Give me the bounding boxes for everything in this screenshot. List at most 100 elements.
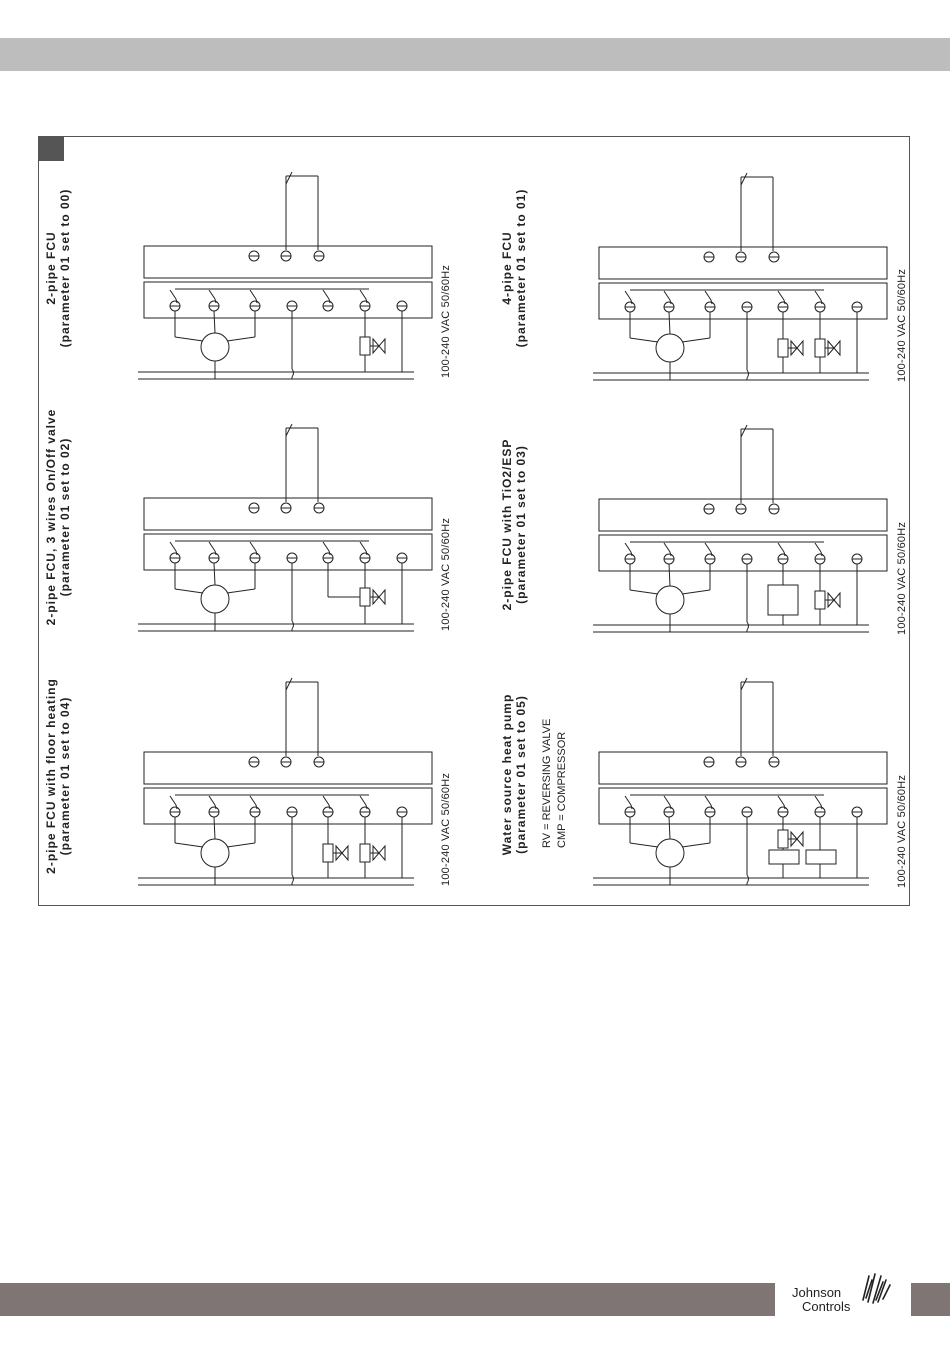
relay-contact (170, 542, 176, 551)
relay-contact (784, 552, 785, 556)
switch-contact (286, 424, 292, 436)
relay-contact (670, 300, 671, 304)
wire-crossover (292, 875, 294, 883)
relay-contact (670, 805, 671, 809)
relay-contact (778, 796, 784, 805)
relay-contact (176, 805, 177, 809)
valve-icon (373, 590, 385, 604)
logo-line-1: Johnson (792, 1285, 842, 1300)
upper-terminal-block (599, 247, 887, 279)
footer-bar (0, 1283, 775, 1316)
wire-crossover (292, 369, 294, 377)
logo-mark-icon (862, 1273, 891, 1304)
valve-coil (360, 588, 370, 606)
wire-crossover (747, 622, 749, 630)
relay-contact (256, 551, 257, 555)
relay-contact (170, 290, 176, 299)
valve-coil (815, 591, 825, 609)
wire (214, 311, 215, 333)
valve-icon (373, 846, 385, 860)
wire (227, 589, 255, 593)
wire-crossover (747, 875, 749, 883)
wire (214, 817, 215, 839)
valve-coil (323, 844, 333, 862)
relay-contact (711, 300, 712, 304)
wire (175, 589, 203, 593)
johnson-controls-logo: Johnson Controls (792, 1270, 902, 1320)
relay-contact (176, 299, 177, 303)
wire (630, 590, 658, 594)
switch-contact (286, 172, 292, 184)
valve-icon (791, 832, 803, 846)
relay-contact (329, 299, 330, 303)
relay-contact (711, 805, 712, 809)
relay-contact (815, 796, 821, 805)
switch-contact (286, 678, 292, 690)
upper-terminal-block (144, 246, 432, 278)
wire (175, 843, 203, 847)
relay-contact (664, 796, 670, 805)
lower-terminal-block (144, 282, 432, 318)
relay-contact (784, 805, 785, 809)
switch-contact (741, 678, 747, 690)
relay-contact (256, 299, 257, 303)
upper-terminal-block (599, 752, 887, 784)
wire (682, 338, 710, 342)
fan-motor-icon (656, 839, 684, 867)
wire-crossover (292, 621, 294, 629)
relay-contact (631, 552, 632, 556)
valve-icon (336, 846, 348, 860)
relay-contact (323, 542, 329, 551)
lower-terminal-block (144, 788, 432, 824)
relay-contact (366, 805, 367, 809)
wire (175, 337, 203, 341)
upper-terminal-block (599, 499, 887, 531)
valve-coil (360, 844, 370, 862)
relay-contact (670, 552, 671, 556)
fan-motor-icon (656, 334, 684, 362)
relay-contact (215, 299, 216, 303)
valve-coil (360, 337, 370, 355)
fan-motor-icon (201, 839, 229, 867)
lower-terminal-block (144, 534, 432, 570)
cmp-relay (806, 850, 836, 864)
relay-contact (821, 300, 822, 304)
valve-icon (828, 341, 840, 355)
relay-contact (250, 796, 256, 805)
relay-contact (711, 552, 712, 556)
relay-contact (705, 291, 711, 300)
esp-module (768, 585, 798, 615)
relay-contact (323, 796, 329, 805)
wire (630, 338, 658, 342)
wire-crossover (747, 370, 749, 378)
wire (682, 590, 710, 594)
relay-contact (209, 796, 215, 805)
upper-terminal-block (144, 752, 432, 784)
relay-contact (821, 552, 822, 556)
footer-bar-end (911, 1283, 950, 1316)
fan-motor-icon (201, 333, 229, 361)
lower-terminal-block (599, 283, 887, 319)
relay-contact (250, 290, 256, 299)
fan-motor-icon (201, 585, 229, 613)
valve-coil (778, 339, 788, 357)
lower-terminal-block (599, 788, 887, 824)
upper-terminal-block (144, 498, 432, 530)
relay-contact (821, 805, 822, 809)
relay-contact (360, 542, 366, 551)
rv-relay (769, 850, 799, 864)
relay-contact (705, 796, 711, 805)
relay-contact (664, 291, 670, 300)
relay-contact (625, 291, 631, 300)
wire (214, 563, 215, 585)
wire (669, 564, 670, 586)
logo-line-2: Controls (802, 1299, 851, 1314)
relay-contact (209, 542, 215, 551)
wire (682, 843, 710, 847)
relay-contact (170, 796, 176, 805)
wire (630, 843, 658, 847)
relay-contact (360, 796, 366, 805)
wire (669, 312, 670, 334)
section-marker (39, 137, 64, 161)
